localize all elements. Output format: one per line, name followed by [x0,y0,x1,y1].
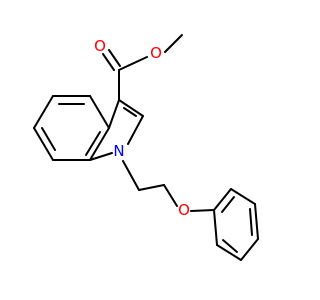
bond [240,238,259,261]
bond [254,203,259,240]
atom-label-carbonyl-oxygen: O [94,37,106,55]
atom-label-ether-oxygen: O [178,201,190,219]
bond [213,209,218,246]
atom-labels: O O N O [94,37,190,219]
bond [89,127,110,161]
double-bond-inner [222,239,238,253]
bond [216,244,242,261]
bond [138,184,165,191]
double-bond-inner [123,107,137,117]
bond [190,209,215,212]
bond [230,188,256,205]
double-bond-inner [41,127,56,151]
bond [33,95,54,129]
double-bond-inner [85,131,101,156]
bond [108,99,120,129]
bond [89,95,110,129]
double-bond-inner [249,208,253,236]
bond [118,99,144,117]
bond [33,127,54,161]
double-bond-inner [221,196,235,213]
bond [127,115,144,145]
atom-label-ester-oxygen: O [150,44,162,62]
bond [122,160,140,191]
double-bond-carbonyl [102,53,115,71]
bond [118,56,148,71]
bond [163,184,178,207]
bond-lines [33,34,259,261]
atom-label-indole-nitrogen: N [113,142,124,160]
molecule-structure-diagram: O O N O [33,34,259,261]
bond [213,188,232,211]
bond [164,34,183,53]
bond [89,152,113,161]
double-bond-carbonyl [108,49,121,67]
